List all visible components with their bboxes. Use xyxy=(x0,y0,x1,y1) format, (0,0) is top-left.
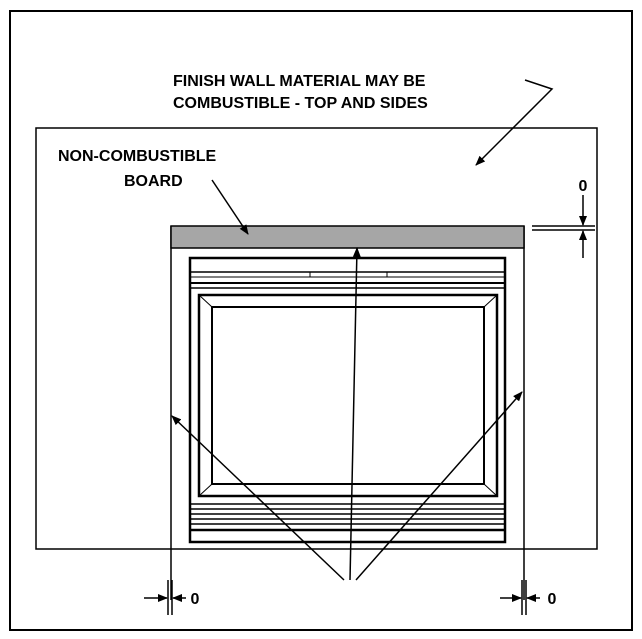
finish-wall-label-line1: FINISH WALL MATERIAL MAY BE xyxy=(173,73,426,90)
board-label-line1: NON-COMBUSTIBLE xyxy=(58,148,217,165)
outer-frame xyxy=(9,10,633,631)
left-clearance-label: 0 xyxy=(191,591,200,608)
right-clearance-dimension xyxy=(500,580,540,615)
finish-wall-label-line2: COMBUSTIBLE - TOP AND SIDES xyxy=(173,95,428,112)
left-clearance-dimension xyxy=(144,580,186,615)
finish-wall-pointer xyxy=(475,79,554,166)
non-combustible-board xyxy=(170,225,525,249)
combustible-area-pointers xyxy=(171,247,523,581)
fireplace-unit xyxy=(188,256,507,544)
top-clearance-label: 0 xyxy=(579,178,588,195)
top-clearance-dimension xyxy=(532,195,595,258)
right-clearance-label: 0 xyxy=(548,591,557,608)
board-pointer xyxy=(211,179,249,235)
board-label-line2: BOARD xyxy=(124,173,183,190)
